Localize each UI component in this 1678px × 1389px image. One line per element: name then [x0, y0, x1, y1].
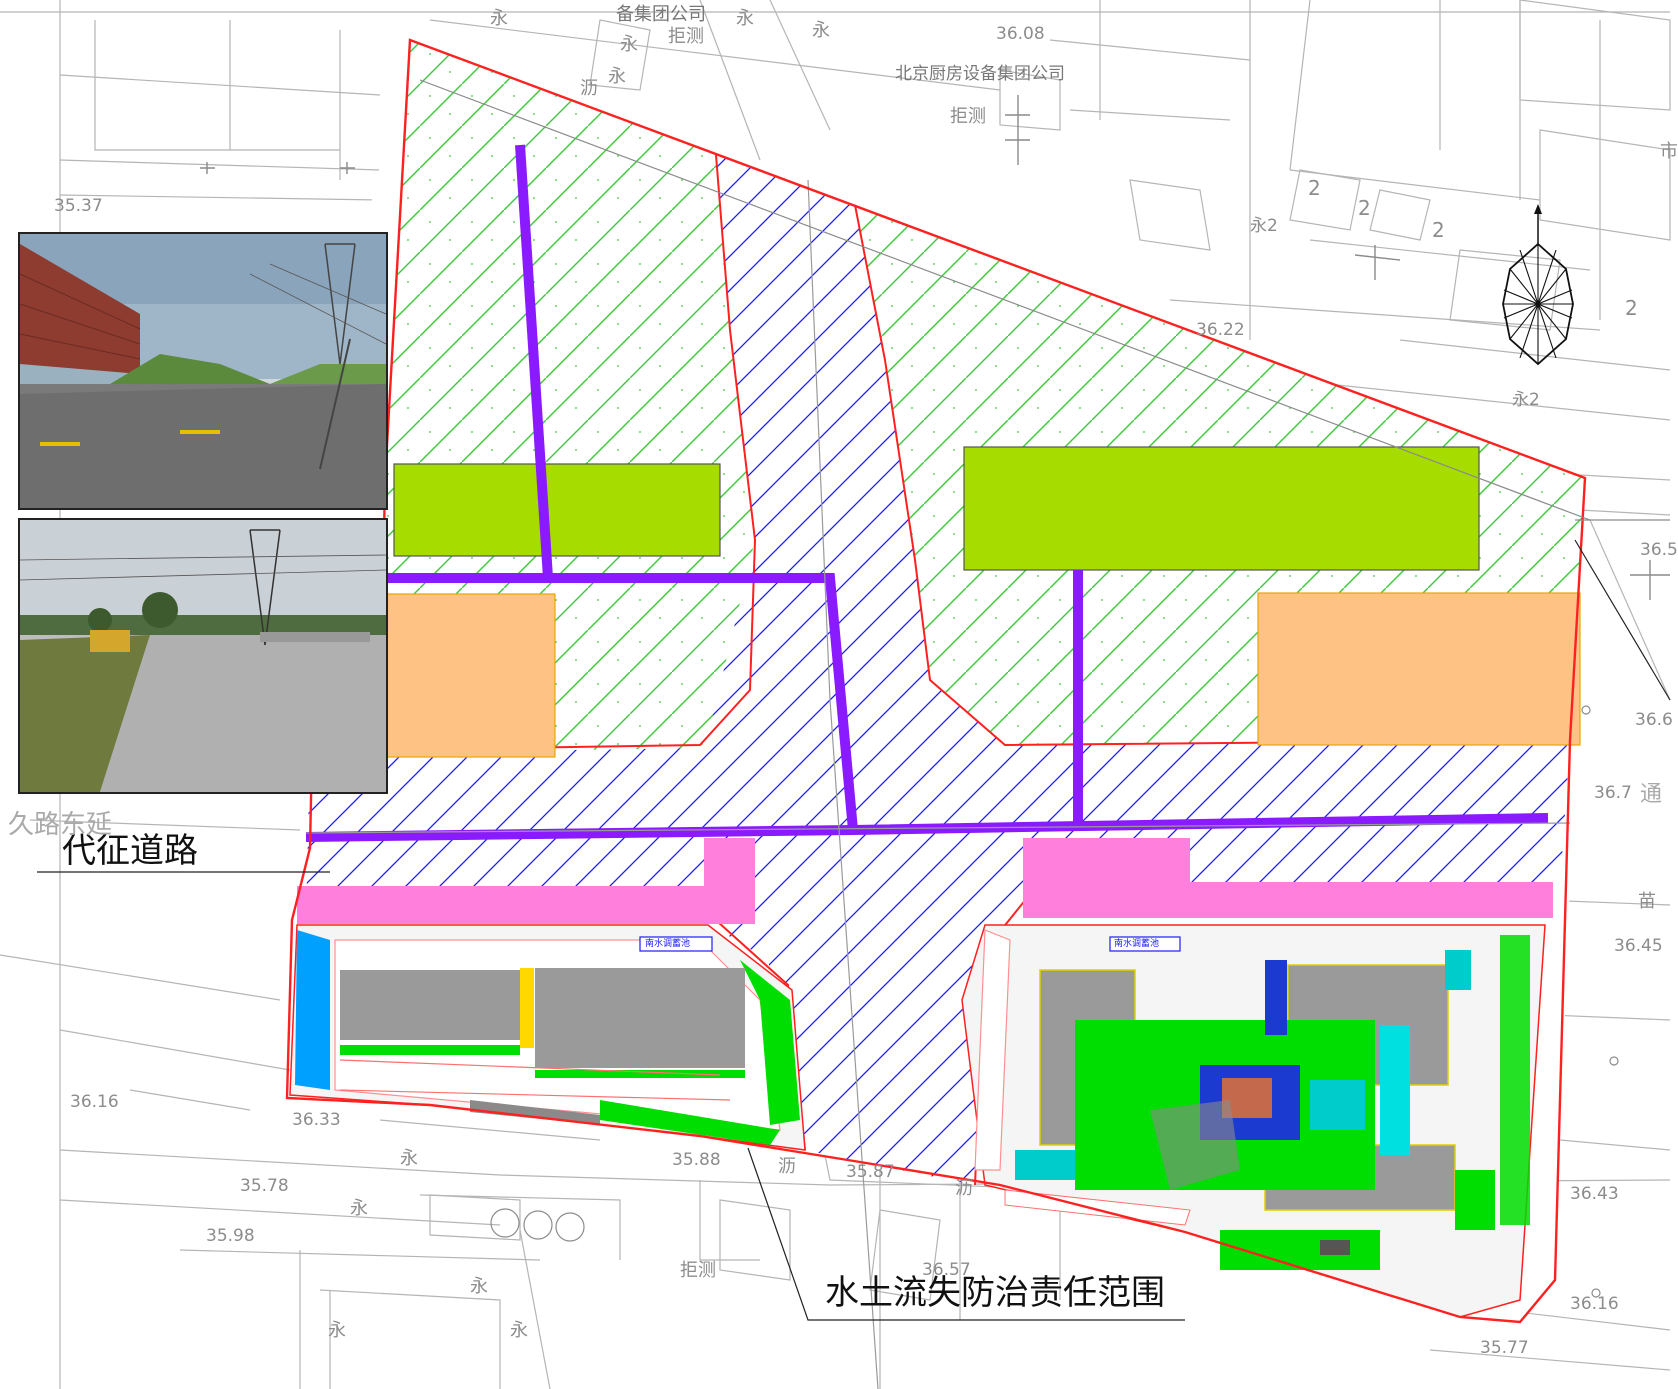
road-photo [18, 232, 388, 510]
symbol-perm2-2: 永2 [1512, 390, 1540, 410]
elevation-label: 36.08 [996, 24, 1045, 44]
symbol-refused-1: 拒测 [668, 26, 704, 47]
symbol-tong: 通 [1640, 782, 1663, 807]
company-label-top: 北京厨房设备集团公司 [895, 64, 1065, 84]
elevation-label: 35.87 [846, 1162, 895, 1182]
symbol-perm-10: 永 [510, 1320, 528, 1341]
elevation-label: 35.88 [672, 1150, 721, 1170]
elevation-label: 36.22 [1196, 320, 1245, 340]
elevation-label: 36.7 [1594, 783, 1632, 803]
elevation-label: 36.5 [1640, 540, 1678, 560]
company-label-top-left: 备集团公司 [616, 4, 706, 25]
symbol-digit2-2: 2 [1358, 196, 1371, 220]
elevation-label: 36.6 [1635, 710, 1673, 730]
symbol-digit2-3: 2 [1432, 218, 1445, 242]
road-edge-lines [419, 79, 1670, 521]
base-map-symbols [200, 95, 1670, 600]
symbol-refused-3: 拒测 [680, 1260, 716, 1281]
symbol-perm-3: 永 [812, 20, 830, 41]
lime-block-west [393, 463, 721, 557]
symbol-digit2-4: 2 [1625, 296, 1638, 320]
symbol-perm-1: 永 [490, 8, 508, 29]
orange-block-west [377, 593, 556, 758]
symbol-perm-2: 永 [736, 8, 754, 29]
elevation-label: 35.37 [54, 196, 103, 216]
symbol-perm2-1: 永2 [1250, 216, 1278, 236]
orange-block-east [1257, 592, 1581, 746]
leader-lines [37, 539, 1671, 1321]
elevation-label: 35.77 [1480, 1338, 1529, 1358]
symbol-perm-9: 永 [328, 1320, 346, 1341]
symbol-asphalt-2: 沥 [955, 1178, 973, 1199]
elevation-label: 36.16 [1570, 1294, 1619, 1314]
lot-photo-image [19, 520, 387, 792]
symbol-city: 市 [1660, 141, 1678, 162]
symbol-perm-6: 永 [400, 1148, 418, 1169]
elevation-label: 36.16 [70, 1092, 119, 1112]
pink-block-east [1023, 838, 1553, 918]
symbol-asphalt-1: 沥 [778, 1156, 796, 1177]
elevation-label: 36.45 [1614, 936, 1663, 956]
reservoir-label-left: 南水调蓄池 [645, 939, 691, 949]
purple-road-lines [305, 144, 1549, 842]
road-label: 代征道路 [62, 831, 198, 871]
southeast-building-site [961, 924, 1546, 1318]
elevation-label: 36.43 [1570, 1184, 1619, 1204]
blue-hatch-corridor [306, 155, 1570, 1185]
north-arrow-icon [1502, 204, 1574, 366]
elevation-label: 35.78 [240, 1176, 289, 1196]
symbol-seedling: 苗 [1638, 891, 1656, 912]
elevation-label: 36.57 [922, 1260, 971, 1280]
reservoir-label-right: 南水调蓄池 [1114, 939, 1160, 949]
base-map-circles [490, 705, 1619, 1298]
symbol-perm-4: 永 [620, 34, 638, 55]
lot-photo [18, 518, 388, 794]
symbol-perm-8: 永 [470, 1276, 488, 1297]
lime-block-east [963, 446, 1480, 571]
responsibility-label: 水土流失防治责任范围 [825, 1273, 1165, 1313]
symbol-perm-7: 永 [350, 1198, 368, 1219]
southwest-building-site [289, 924, 806, 1151]
symbol-perm-5: 永 [608, 66, 626, 87]
symbol-digit2-1: 2 [1308, 176, 1321, 200]
symbol-refused-2: 拒测 [950, 106, 986, 127]
elevation-label: 36.33 [292, 1110, 341, 1130]
road-name-label: 久路东延 [8, 810, 113, 840]
symbol-asphalt-3: 沥 [580, 78, 598, 99]
elevation-label: 35.98 [206, 1226, 255, 1246]
road-photo-image [19, 234, 387, 508]
pink-block-west [297, 838, 755, 924]
corridor-axis-lines [305, 179, 1571, 1389]
